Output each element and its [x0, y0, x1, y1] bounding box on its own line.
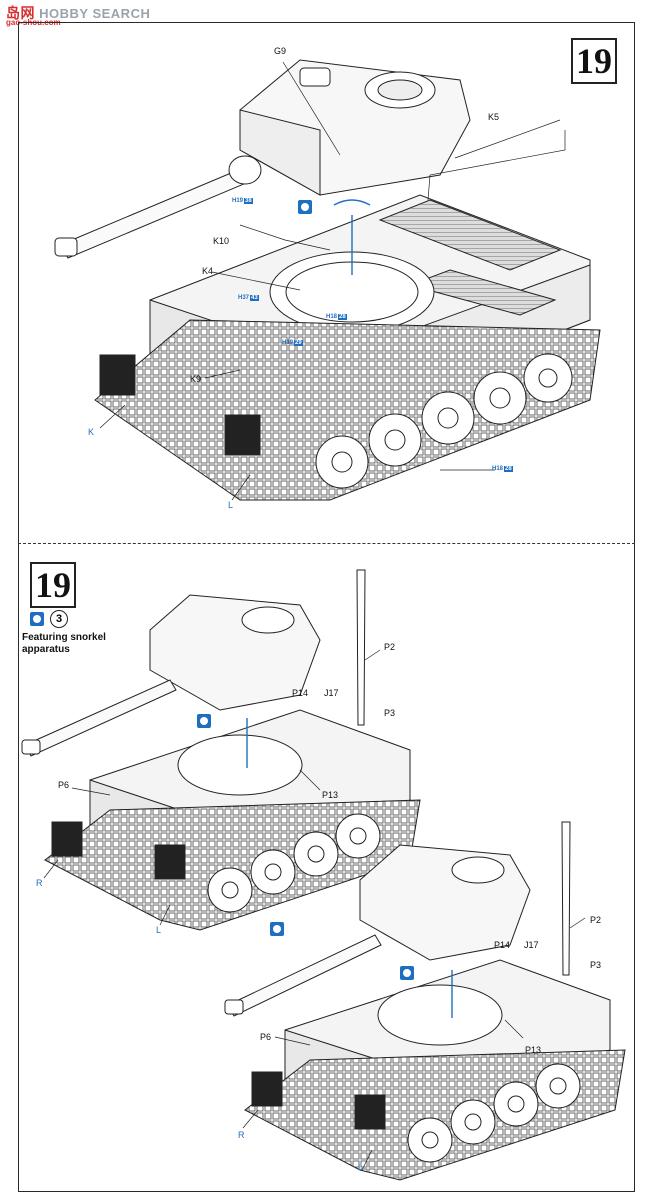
label-k5: K5	[488, 112, 500, 122]
label-p14: P14	[292, 688, 309, 698]
cement-icon-bottom-2	[400, 966, 414, 980]
label-r-b: R	[238, 1130, 245, 1140]
label-l-bottom: L	[156, 925, 162, 935]
label-p2: P2	[384, 642, 396, 652]
label-l-b: L	[358, 1162, 364, 1172]
label-k10: K10	[213, 236, 230, 246]
section-divider	[18, 543, 635, 544]
label-p6-b: P6	[260, 1032, 272, 1042]
label-k: K	[88, 427, 95, 437]
option-number: 3	[50, 610, 68, 628]
bottom-leaders-2	[242, 917, 586, 1171]
label-p6: P6	[58, 780, 70, 790]
option-icon-2	[270, 922, 284, 936]
step-number-top: 19	[571, 38, 617, 84]
label-r: R	[36, 878, 43, 888]
option-icon	[30, 612, 44, 626]
label-p3: P3	[384, 708, 396, 718]
cement-icon-bottom-1	[197, 714, 211, 728]
label-g9: G9	[274, 46, 287, 56]
bottom-tank-1	[21, 569, 421, 931]
watermark-brand: HOBBY SEARCH	[39, 6, 151, 21]
label-k4: K4	[202, 266, 214, 276]
top-blue-arrows	[333, 199, 371, 275]
label-j17-b: J17	[524, 940, 539, 950]
label-l-top: L	[228, 500, 234, 510]
step-number-bottom: 19	[30, 562, 76, 608]
snorkel-note: Featuring snorkel apparatus	[22, 632, 106, 655]
label-p13: P13	[322, 790, 339, 800]
top-leader-lines	[99, 61, 566, 501]
label-p14-b: P14	[494, 940, 511, 950]
bottom-leaders-1	[43, 649, 381, 926]
bottom-tank-2	[224, 821, 626, 1181]
top-tank	[54, 59, 601, 501]
label-p3-b: P3	[590, 960, 602, 970]
label-j17: J17	[324, 688, 339, 698]
label-k9: K9	[190, 374, 202, 384]
label-p2-b: P2	[590, 915, 602, 925]
page-frame	[18, 22, 635, 1192]
label-p13-b: P13	[525, 1045, 542, 1055]
cement-icon-top	[298, 200, 312, 214]
watermark-cn: 岛网	[6, 5, 35, 21]
